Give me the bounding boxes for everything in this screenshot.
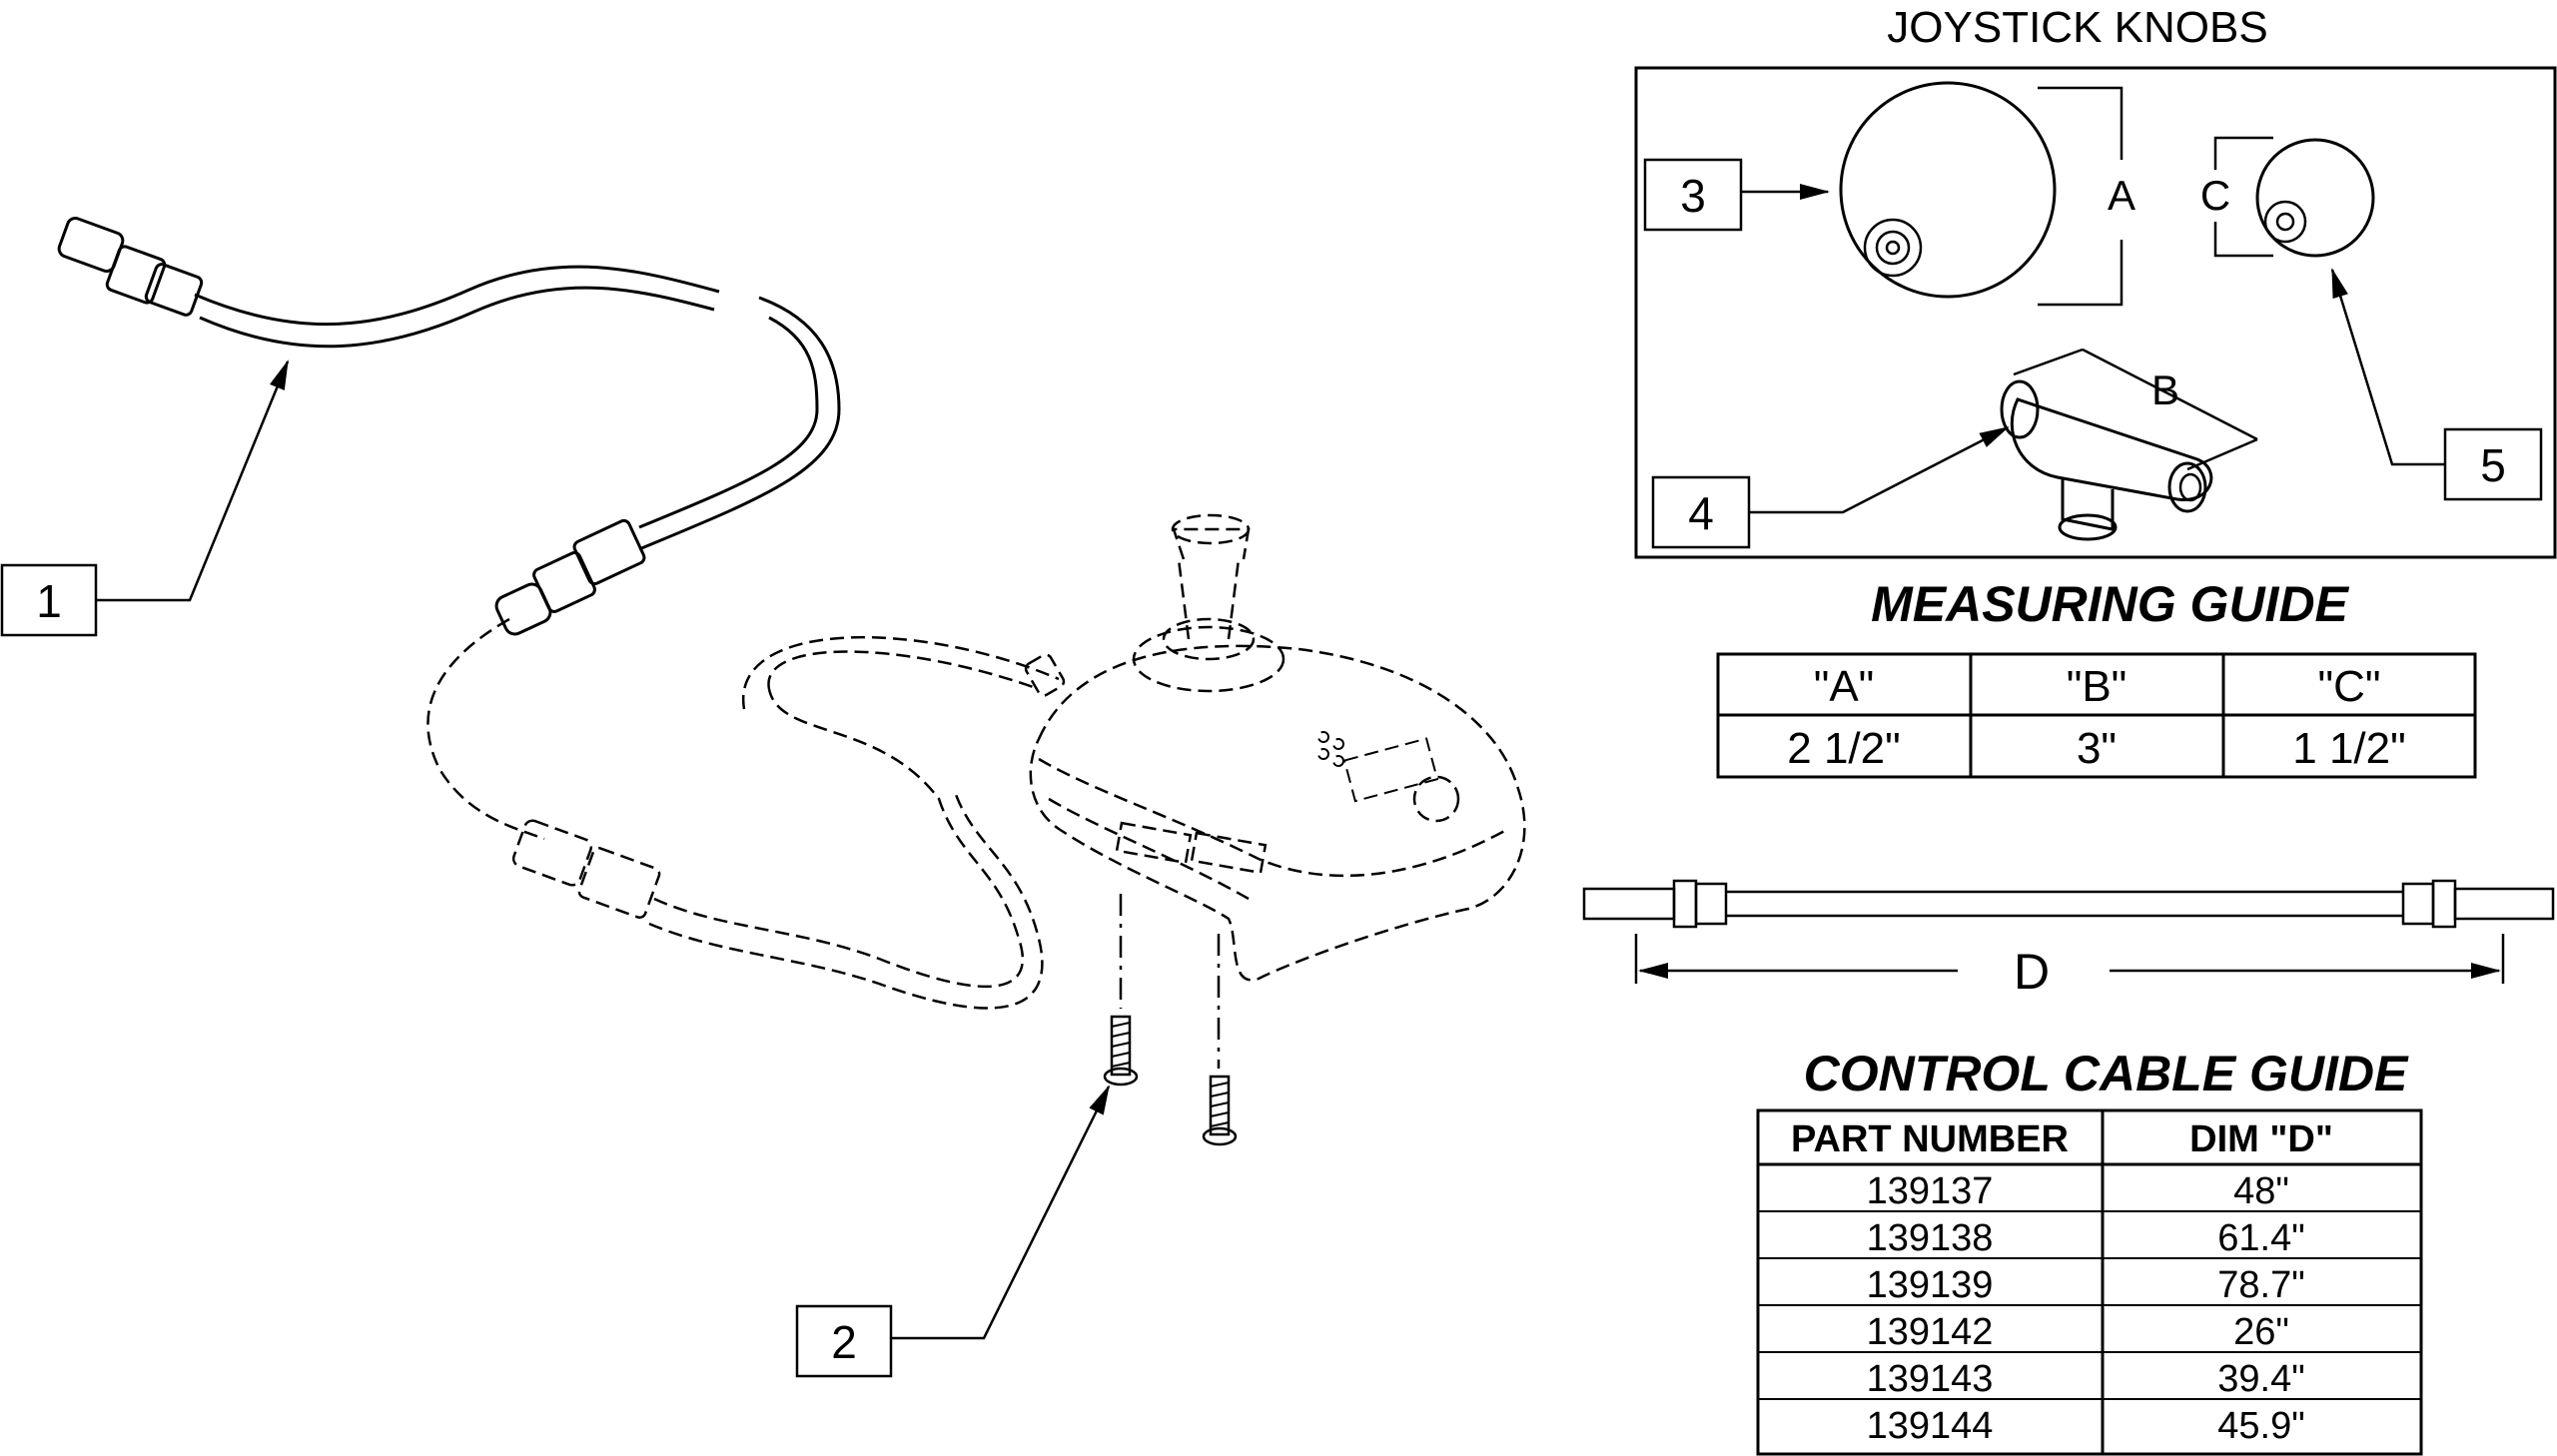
- cable-connector-top: [57, 217, 204, 317]
- callout-1: 1: [0, 360, 290, 637]
- t-bar-knob: B: [2000, 348, 2258, 541]
- callout-1-label: 1: [36, 575, 62, 627]
- ccg-header-part-number: PART NUMBER: [1791, 1118, 2069, 1160]
- callout-5: 5: [2330, 268, 2543, 501]
- control-cable-guide-table: PART NUMBER DIM "D" 139137 48" 139138 61…: [1756, 1108, 2423, 1456]
- callout-5-label: 5: [2480, 439, 2506, 491]
- ccg-row-dim-d: 48": [2233, 1170, 2289, 1212]
- small-ball-knob: C: [2200, 136, 2375, 258]
- dim-a-label: A: [2108, 172, 2135, 219]
- dim-b-label: B: [2151, 366, 2179, 413]
- mg-value-c: 1 1/2": [2292, 724, 2405, 773]
- callout-3-label: 3: [1680, 170, 1706, 222]
- callout-4-label: 4: [1688, 487, 1714, 539]
- cable-length-drawing: D: [1582, 879, 2555, 1000]
- ccg-row-dim-d: 26": [2233, 1311, 2289, 1353]
- measuring-guide-title: MEASURING GUIDE: [1871, 576, 2349, 632]
- ccg-row-part-number: 139144: [1867, 1405, 1994, 1447]
- screw-right: [1202, 1075, 1238, 1146]
- screw-left: [1103, 1015, 1139, 1087]
- dim-c-label: C: [2200, 172, 2230, 219]
- dim-d-label: D: [2014, 944, 2050, 1000]
- control-cable-guide-title: CONTROL CABLE GUIDE: [1804, 1046, 2409, 1101]
- callout-3: 3: [1643, 158, 1830, 232]
- callout-4: 4: [1651, 425, 2010, 549]
- mg-header-a: "A": [1814, 662, 1875, 711]
- controller-buttons: [1317, 731, 1460, 823]
- mg-value-a: 2 1/2": [1787, 724, 1900, 773]
- mg-value-b: 3": [2077, 724, 2117, 773]
- ccg-header-dim-d: DIM "D": [2189, 1118, 2333, 1160]
- ccg-row-part-number: 139142: [1867, 1311, 1994, 1353]
- large-ball-knob: A: [1839, 81, 2135, 307]
- ccg-row-part-number: 139143: [1867, 1358, 1994, 1400]
- callout-2: 2: [795, 1085, 1111, 1378]
- cable-connector-bottom: [494, 518, 646, 636]
- knobs-panel: [1634, 66, 2557, 559]
- ccg-row-dim-d: 78.7": [2217, 1264, 2304, 1306]
- ccg-row-dim-d: 61.4": [2217, 1217, 2304, 1259]
- ccg-row-part-number: 139137: [1867, 1170, 1994, 1212]
- knobs-title: JOYSTICK KNOBS: [1887, 3, 2267, 52]
- callout-2-label: 2: [831, 1316, 857, 1368]
- ccg-row-part-number: 139139: [1867, 1264, 1994, 1306]
- control-cable: [57, 217, 841, 841]
- ccg-row-part-number: 139138: [1867, 1217, 1994, 1259]
- ccg-row-dim-d: 39.4": [2217, 1358, 2304, 1400]
- ccg-row-dim-d: 45.9": [2217, 1405, 2304, 1447]
- measuring-guide-table: "A" "B" "C" 2 1/2" 3" 1 1/2": [1716, 652, 2477, 779]
- mg-header-b: "B": [2067, 662, 2128, 711]
- joystick-controller: [511, 513, 1526, 1069]
- mg-header-c: "C": [2317, 662, 2380, 711]
